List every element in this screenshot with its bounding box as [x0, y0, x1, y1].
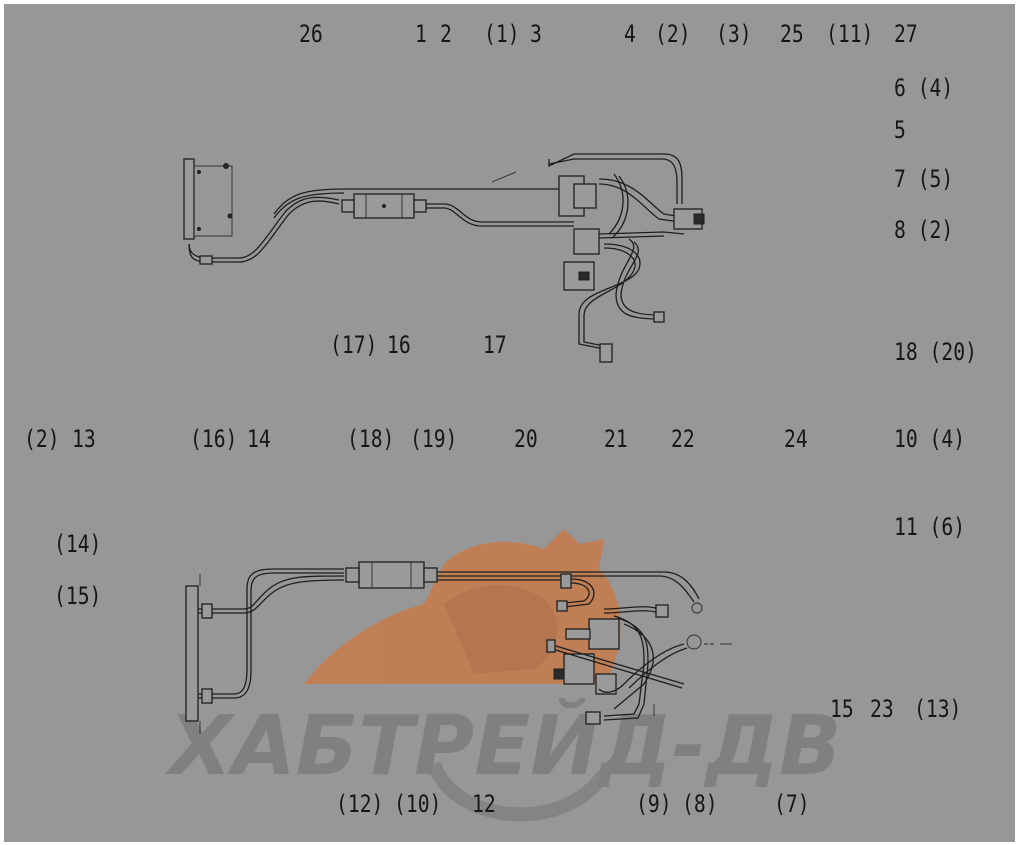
upper-mounting-plate — [183, 158, 233, 240]
label-14: 14 — [247, 425, 271, 453]
label-7-5: 7 (5) — [894, 165, 954, 193]
label-ref-13: (13) — [914, 695, 962, 723]
label-10-4: 10 (4) — [894, 425, 966, 453]
label-ref-1: (1) — [484, 20, 520, 48]
label-ref-18: (18) — [347, 425, 395, 453]
label-11-6: 11 (6) — [894, 513, 966, 541]
label-25: 25 — [780, 20, 804, 48]
label-ref-2: (2) — [655, 20, 691, 48]
label-ref-2-middle: (2) — [24, 425, 60, 453]
label-22: 22 — [671, 425, 695, 453]
label-ref-16: (16) — [190, 425, 238, 453]
label-16: 16 — [387, 331, 411, 359]
label-27: 27 — [894, 20, 918, 48]
label-ref-14: (14) — [54, 530, 102, 558]
label-21: 21 — [604, 425, 628, 453]
label-20: 20 — [514, 425, 538, 453]
label-ref-9: (9) — [636, 790, 672, 818]
lower-cooler-cylinder — [345, 561, 438, 589]
label-ref-19: (19) — [410, 425, 458, 453]
label-ref-12: (12) — [336, 790, 384, 818]
label-ref-15: (15) — [54, 582, 102, 610]
label-ref-10: (10) — [394, 790, 442, 818]
label-3: 3 — [530, 20, 542, 48]
diagram-canvas: ХАБТРЕЙД-ДВ — [4, 4, 1015, 842]
label-4: 4 — [624, 20, 636, 48]
label-ref-17: (17) — [330, 331, 378, 359]
label-ref-8: (8) — [682, 790, 718, 818]
lower-hose-assembly — [185, 561, 732, 734]
label-2: 2 — [440, 20, 452, 48]
label-17: 17 — [483, 331, 507, 359]
lower-valve-block — [553, 618, 620, 695]
label-8-2: 8 (2) — [894, 216, 954, 244]
label-12: 12 — [472, 790, 496, 818]
label-13: 13 — [72, 425, 96, 453]
label-5: 5 — [894, 116, 906, 144]
label-15: 15 — [830, 695, 854, 723]
label-ref-3: (3) — [716, 20, 752, 48]
label-23: 23 — [870, 695, 894, 723]
label-24: 24 — [784, 425, 808, 453]
label-26: 26 — [299, 20, 323, 48]
label-ref-7: (7) — [774, 790, 810, 818]
label-1: 1 — [415, 20, 427, 48]
label-18-20: 18 (20) — [894, 338, 977, 366]
upper-cooler-cylinder — [341, 193, 427, 219]
watermark: ХАБТРЕЙД-ДВ — [164, 529, 841, 822]
label-6-4: 6 (4) — [894, 74, 954, 102]
upper-valve-block — [558, 175, 600, 291]
lower-mounting-plate — [185, 574, 201, 734]
watermark-logo — [304, 529, 621, 822]
label-ref-11: (11) — [826, 20, 874, 48]
watermark-text: ХАБТРЕЙД-ДВ — [164, 698, 841, 794]
upper-hose-assembly — [183, 153, 705, 363]
